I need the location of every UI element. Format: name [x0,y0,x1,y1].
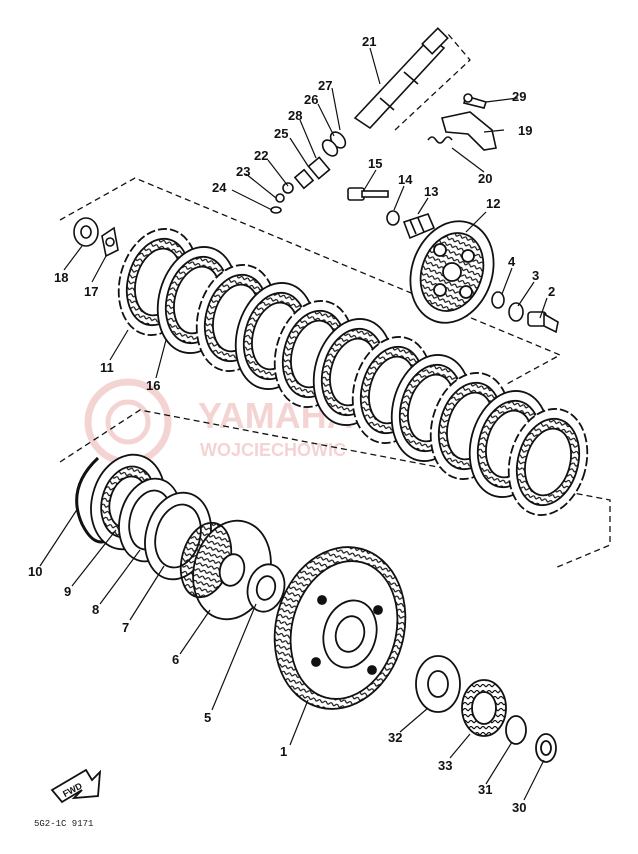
callout-8: 8 [92,602,99,617]
callout-5: 5 [204,710,211,725]
callout-2: 2 [548,284,555,299]
washer-4 [491,291,505,309]
callout-20: 20 [478,171,492,186]
bolt-group [347,187,436,240]
release-lever-assembly [427,93,497,151]
collar-13 [402,213,436,240]
bearing-group [415,655,557,763]
circlip-10 [75,456,109,544]
forward-arrow-icon: FWD [50,768,102,804]
callout-21: 21 [362,34,376,49]
callout-30: 30 [512,800,526,815]
callout-24: 24 [212,180,227,195]
spacer-32 [415,655,461,713]
callout-23: 23 [236,164,250,179]
bracket-pushrod [394,33,471,131]
needle-bearing-33 [461,679,507,737]
bolt-15 [347,187,389,201]
callout-32: 32 [388,730,402,745]
pressure-plate-12 [409,220,495,324]
lock-parts [73,217,119,258]
callout-7: 7 [122,620,129,635]
spring-20 [427,136,453,144]
callout-4: 4 [508,254,516,269]
callout-13: 13 [424,184,438,199]
clutch-boss-group [75,453,286,621]
callout-28: 28 [288,108,302,123]
push-rod-assembly [270,27,449,214]
callout-31: 31 [478,782,492,797]
callout-27: 27 [318,78,332,93]
watermark-subtext: WOJCIECHOWIC [200,440,346,460]
primary-driven-gear-1 [273,546,407,710]
leader-lines [39,47,548,801]
callout-17: 17 [84,284,98,299]
callout-11: 11 [100,360,114,375]
callout-33: 33 [438,758,452,773]
thrust-washer-5 [246,563,286,613]
callout-3: 3 [532,268,539,283]
callout-1: 1 [280,744,287,759]
washer-14 [386,210,400,226]
nut-18 [73,217,99,247]
bracket-upper [59,177,562,386]
callout-14: 14 [398,172,413,187]
callout-22: 22 [254,148,268,163]
callout-18: 18 [54,270,68,285]
callout-26: 26 [304,92,318,107]
bracket-lower [59,409,611,569]
callout-6: 6 [172,652,179,667]
callout-labels: 1 2 3 4 5 6 7 8 9 10 11 12 13 14 15 16 1… [28,34,555,815]
callout-10: 10 [28,564,42,579]
friction-plate [507,408,589,516]
callout-15: 15 [368,156,382,171]
seal-26-27 [321,131,347,157]
watermark-logo [84,378,172,466]
small-parts-22-24 [270,182,294,214]
clutch-plate-stack [117,228,589,516]
spacer-31 [505,715,527,745]
callout-29: 29 [512,89,526,104]
lever-19 [440,111,497,151]
callout-9: 9 [64,584,71,599]
callout-19: 19 [518,123,532,138]
push-rod-21 [353,27,449,130]
lock-washer-17 [101,226,119,258]
spring-bolt-group [491,291,559,334]
washer-30 [535,733,557,763]
bolt-2 [527,311,559,334]
spring-3 [508,302,524,322]
figure-code: 5G2-1C 9171 [34,819,93,829]
bearing-25-28 [293,156,331,190]
callout-25: 25 [274,126,288,141]
callout-16: 16 [146,378,160,393]
callout-12: 12 [486,196,500,211]
group-brackets [59,33,611,569]
